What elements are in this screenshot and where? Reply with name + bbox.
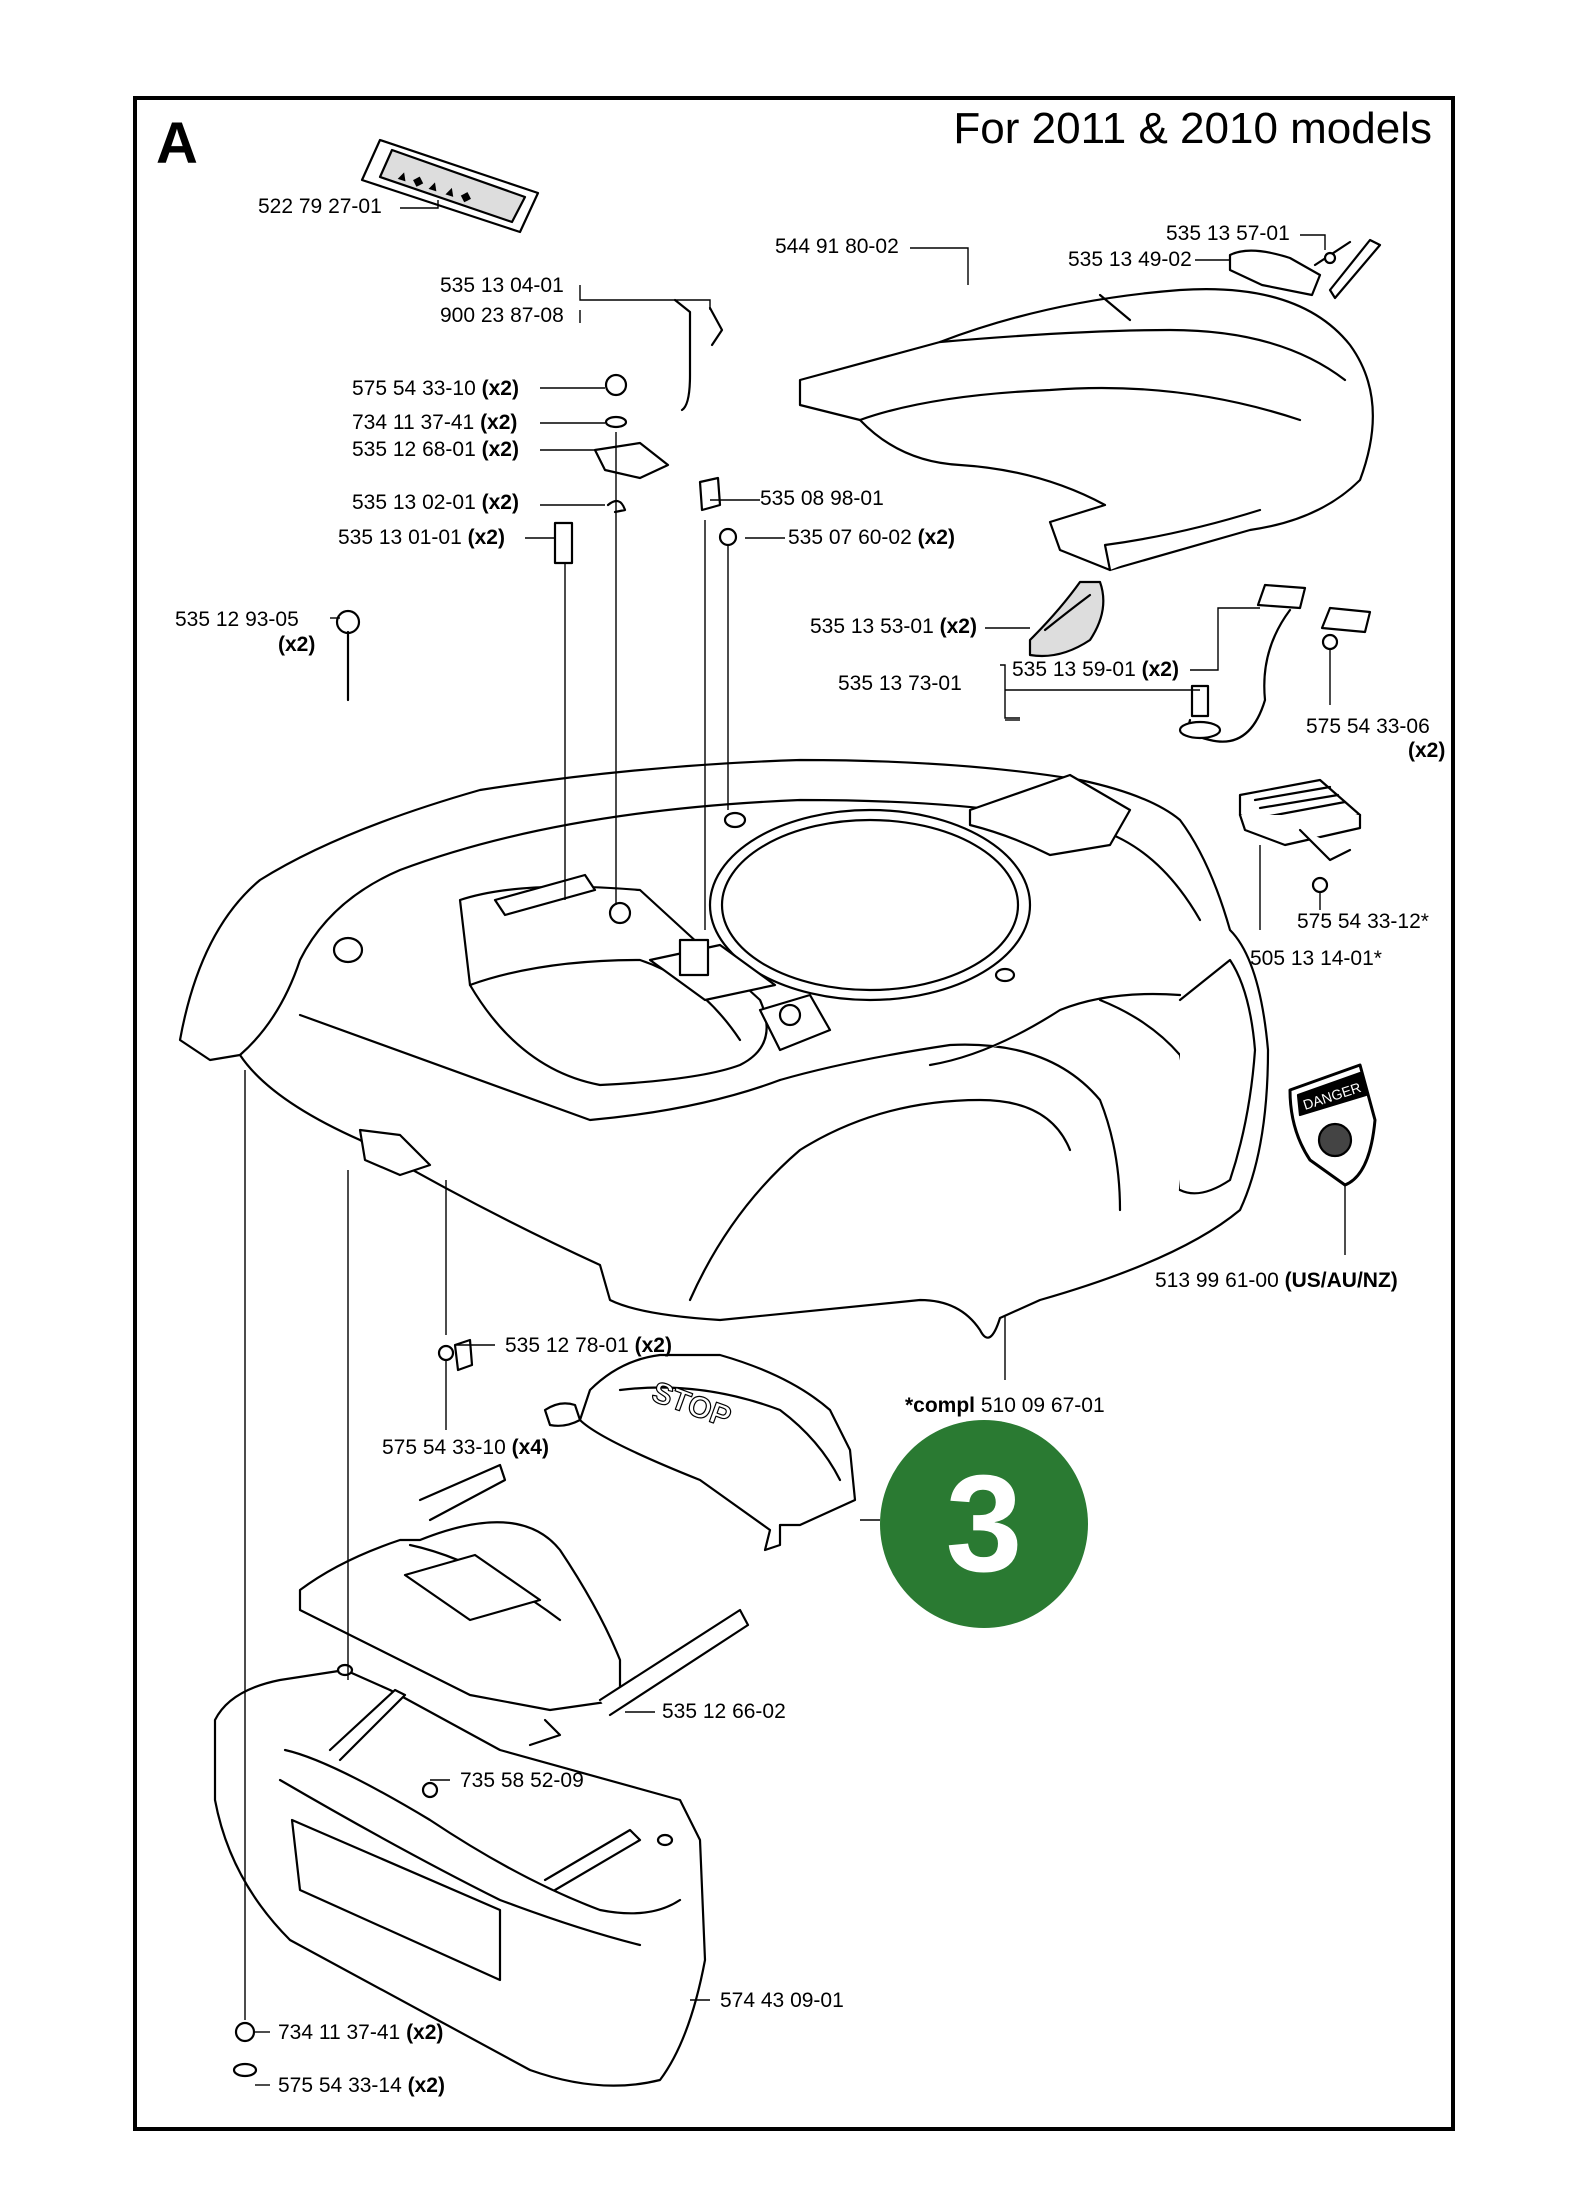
hardware-pieces [232, 298, 1339, 2078]
body-shell [178, 758, 1270, 1339]
part-label: 535 13 59-01 (x2) [1012, 658, 1179, 681]
section-badge: 3 [880, 1420, 1088, 1628]
part-label: 535 13 49-02 [1068, 248, 1192, 271]
part-label: 535 07 60-02 (x2) [788, 526, 955, 549]
part-label: 574 43 09-01 [720, 1989, 844, 2012]
part-label: (x2) [278, 633, 316, 656]
danger-decal: DANGER [1288, 1063, 1377, 1187]
part-label: 505 13 14-01* [1250, 947, 1382, 970]
cable-holder [1178, 583, 1372, 743]
part-label: 522 79 27-01 [258, 195, 382, 218]
part-label: 544 91 80-02 [775, 235, 899, 258]
part-label: 535 13 57-01 [1166, 222, 1290, 245]
part-label: 535 13 73-01 [838, 672, 962, 695]
part-label: 900 23 87-08 [440, 304, 564, 327]
part-label: 513 99 61-00 (US/AU/NZ) [1155, 1269, 1398, 1292]
part-label: 535 12 78-01 (x2) [505, 1334, 672, 1357]
part-label: 734 11 37-41 (x2) [278, 2021, 444, 2044]
front-bumper [213, 1663, 707, 2087]
part-label: 535 12 66-02 [662, 1700, 786, 1723]
part-label: 535 13 04-01 [440, 274, 564, 297]
part-label: 535 13 02-01 (x2) [352, 491, 519, 514]
hinge-bracket [1028, 580, 1105, 658]
models-title: For 2011 & 2010 models [953, 104, 1432, 153]
part-label: 735 58 52-09 [460, 1769, 584, 1792]
hatch-cover [798, 288, 1374, 572]
part-label: 575 54 33-06 [1306, 715, 1430, 738]
part-label: *compl 510 09 67-01 [905, 1394, 1105, 1417]
part-label: 575 54 33-10 (x2) [352, 377, 519, 400]
part-label: 575 54 33-10 (x4) [382, 1436, 549, 1459]
part-label: 535 12 68-01 (x2) [352, 438, 519, 461]
part-label: 734 11 37-41 (x2) [352, 411, 518, 434]
section-letter: A [156, 111, 198, 176]
lid-handle [1228, 238, 1382, 300]
keypad-cover [1238, 778, 1362, 862]
part-label: (x2) [1408, 739, 1446, 762]
diagram-frame [133, 96, 1455, 2131]
warning-label-sticker: ▲ ◆ ▲ ▲ ◆ [360, 138, 540, 234]
part-label: 535 12 93-05 [175, 608, 299, 631]
stop-button: STOP [453, 1338, 857, 1552]
display-cover [298, 1463, 750, 1747]
part-label: 575 54 33-12* [1297, 910, 1429, 933]
leader-lines [244, 200, 1346, 2086]
part-label: 535 08 98-01 [760, 487, 884, 510]
part-label: 535 13 53-01 (x2) [810, 615, 977, 638]
part-label: 535 13 01-01 (x2) [338, 526, 505, 549]
part-label: 575 54 33-14 (x2) [278, 2074, 445, 2097]
